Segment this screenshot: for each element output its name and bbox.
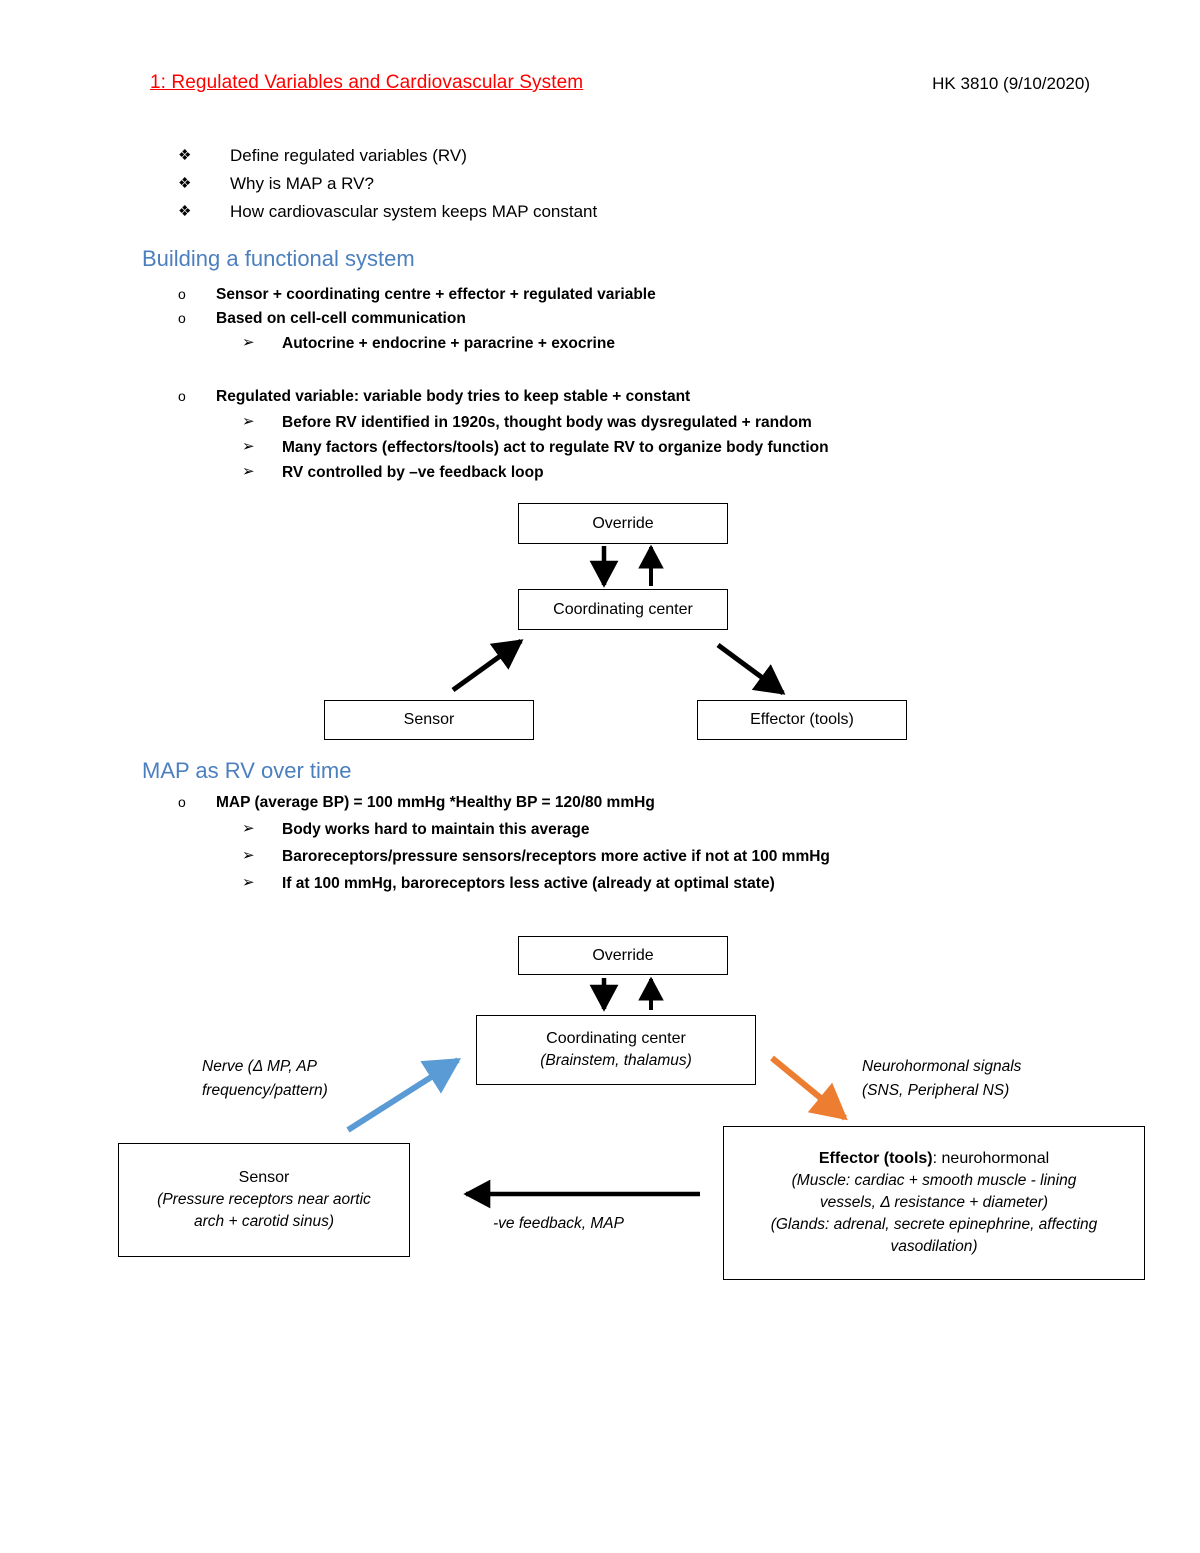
- diagram2-effector-sub-line3: (Glands: adrenal, secrete epinephrine, a…: [770, 1216, 1098, 1233]
- diagram2-feedback-label-text: -ve feedback, MAP: [493, 1215, 624, 1232]
- diagram2-coordinating-center-box: Coordinating center (Brainstem, thalamus…: [476, 1015, 756, 1085]
- diamond-bullet-icon: ❖: [178, 147, 192, 164]
- diagram2-neurohormonal-label-line1: Neurohormonal signals: [862, 1058, 1022, 1075]
- section-heading-building-functional-system: Building a functional system: [142, 246, 415, 271]
- circle-bullet-icon: o: [178, 286, 186, 302]
- circle-bullet-icon: o: [178, 388, 186, 404]
- diagram2-override-box: Override: [518, 936, 728, 975]
- s1-rv-subitem-1-label: Before RV identified in 1920s, thought b…: [282, 414, 812, 431]
- diagram2-sensor-box: Sensor (Pressure receptors near aortic a…: [118, 1143, 410, 1257]
- diagram2-effector-title-bold: Effector (tools): [818, 1150, 933, 1167]
- diagram2-neurohormonal-label-line2: (SNS, Peripheral NS): [862, 1082, 1010, 1099]
- diamond-bullet-icon: ❖: [178, 175, 192, 192]
- s2-subitem-3-label: If at 100 mmHg, baroreceptors less activ…: [282, 875, 775, 892]
- arrow-d1-sensor-to-cc: [451, 638, 524, 693]
- diagram2-nerve-label-line1: Nerve (Δ MP, AP: [202, 1058, 317, 1075]
- diagram1-sensor-box: Sensor: [324, 700, 534, 740]
- s1-subitem-1-label: Autocrine + endocrine + paracrine + exoc…: [282, 335, 615, 352]
- diagram1-coordinating-center-box: Coordinating center: [518, 589, 728, 630]
- diagram2-override-label: Override: [592, 946, 654, 964]
- circle-bullet-icon: o: [178, 794, 186, 810]
- diagram2-coordinating-center-title: Coordinating center: [546, 1030, 686, 1047]
- diagram1-override-box: Override: [518, 503, 728, 544]
- diagram2-effector-title: Effector (tools): neurohormonal: [819, 1148, 1049, 1170]
- s1-item-rv-label: Regulated variable: variable body tries …: [216, 388, 691, 405]
- diagram2-nerve-label: Nerve (Δ MP, AP frequency/pattern): [202, 1055, 328, 1103]
- diagram1-effector-box: Effector (tools): [697, 700, 907, 740]
- diagram1-effector-label: Effector (tools): [750, 711, 854, 728]
- arrow-bullet-icon: ➢: [242, 438, 255, 455]
- course-code-date: HK 3810 (9/10/2020): [932, 74, 1090, 93]
- page-title: 1: Regulated Variables and Cardiovascula…: [150, 72, 584, 93]
- arrow-d1-cc-to-effector: [716, 642, 786, 696]
- arrow-bullet-icon: ➢: [242, 463, 255, 480]
- intro-bullet-3-label: How cardiovascular system keeps MAP cons…: [230, 202, 598, 221]
- arrow-bullet-icon: ➢: [242, 847, 255, 864]
- diagram2-sensor-title: Sensor: [238, 1169, 290, 1186]
- arrow-d2-nerve-blue: [346, 1057, 462, 1133]
- arrow-bullet-icon: ➢: [242, 874, 255, 891]
- arrow-bullet-icon: ➢: [242, 334, 255, 351]
- s1-item-2-label: Based on cell-cell communication: [216, 310, 466, 327]
- diagram2-neurohormonal-label: Neurohormonal signals (SNS, Peripheral N…: [862, 1055, 1021, 1103]
- diagram2-nerve-label-line2: frequency/pattern): [202, 1082, 328, 1099]
- circle-bullet-icon: o: [178, 310, 186, 326]
- diagram2-effector-box: Effector (tools): neurohormonal (Muscle:…: [723, 1126, 1145, 1280]
- diagram2-sensor-sub-line2: arch + carotid sinus): [194, 1213, 334, 1230]
- diagram2-effector-sub-line4: vasodilation): [890, 1238, 978, 1255]
- s2-subitem-1-label: Body works hard to maintain this average: [282, 821, 590, 838]
- s1-rv-subitem-2-label: Many factors (effectors/tools) act to re…: [282, 439, 829, 456]
- intro-bullet-1-label: Define regulated variables (RV): [230, 146, 467, 165]
- s2-item-1-label: MAP (average BP) = 100 mmHg *Healthy BP …: [216, 794, 655, 811]
- section-heading-map-as-rv-over-time: MAP as RV over time: [142, 758, 352, 783]
- diamond-bullet-icon: ❖: [178, 203, 192, 220]
- intro-bullet-2-label: Why is MAP a RV?: [230, 174, 374, 193]
- arrow-bullet-icon: ➢: [242, 413, 255, 430]
- document-header: 1: Regulated Variables and Cardiovascula…: [150, 72, 1090, 100]
- s2-subitem-2-label: Baroreceptors/pressure sensors/receptors…: [282, 848, 830, 865]
- s1-item-1-label: Sensor + coordinating centre + effector …: [216, 286, 656, 303]
- diagram2-sensor-sub-line1: (Pressure receptors near aortic: [157, 1191, 371, 1208]
- arrow-bullet-icon: ➢: [242, 820, 255, 837]
- arrow-d2-neurohormonal-orange: [770, 1055, 848, 1121]
- diagram2-coordinating-center-sub: (Brainstem, thalamus): [540, 1052, 692, 1069]
- diagram1-override-label: Override: [592, 514, 654, 532]
- diagram1-sensor-label: Sensor: [403, 711, 455, 728]
- diagram1-coordinating-center-label: Coordinating center: [553, 600, 693, 618]
- diagram2-effector-sub-line2: vessels, Δ resistance + diameter): [819, 1194, 1049, 1211]
- diagram2-effector-sub-line1: (Muscle: cardiac + smooth muscle - linin…: [791, 1172, 1077, 1189]
- diagram2-effector-title-rest: : neurohormonal: [932, 1150, 1050, 1167]
- s1-rv-subitem-3-label: RV controlled by –ve feedback loop: [282, 464, 544, 481]
- diagram2-feedback-label: -ve feedback, MAP: [493, 1212, 624, 1236]
